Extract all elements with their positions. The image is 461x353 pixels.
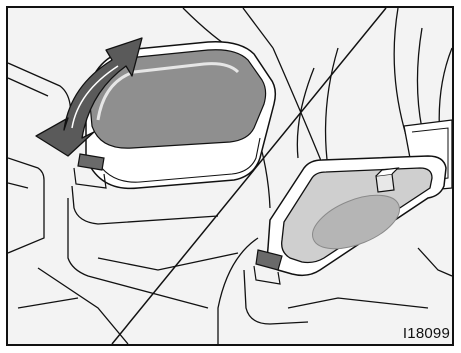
figure-code-label: I18099 xyxy=(401,326,452,342)
figure-frame: I18099 xyxy=(6,6,454,346)
armrest-illustration xyxy=(8,8,452,344)
console-box-open xyxy=(244,120,452,324)
